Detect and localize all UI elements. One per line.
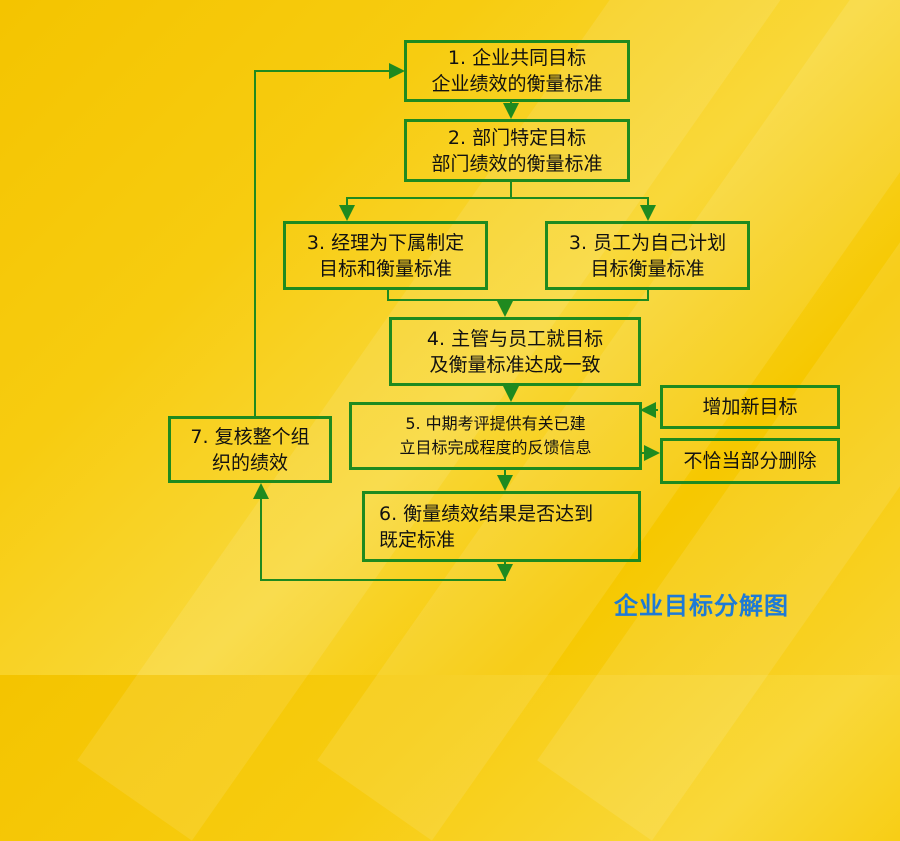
remove-part-box: 不恰当部分删除 (660, 438, 840, 484)
step-7-label: 7. 复核整个组 织的绩效 (190, 425, 310, 474)
step-2-box: 2. 部门特定目标 部门绩效的衡量标准 (404, 119, 630, 182)
step-6-label: 6. 衡量绩效结果是否达到 既定标准 (379, 502, 594, 551)
step-2-label: 2. 部门特定目标 部门绩效的衡量标准 (431, 126, 603, 175)
diagram-caption: 企业目标分解图 (614, 592, 789, 620)
step-1-box: 1. 企业共同目标 企业绩效的衡量标准 (404, 40, 630, 102)
step-5-label: 5. 中期考评提供有关已建 立目标完成程度的反馈信息 (399, 414, 592, 457)
step-1-label: 1. 企业共同目标 企业绩效的衡量标准 (431, 47, 603, 95)
step-4-label: 4. 主管与员工就目标 及衡量标准达成一致 (426, 327, 604, 376)
step-5-box: 5. 中期考评提供有关已建 立目标完成程度的反馈信息 (349, 402, 642, 470)
connector-3-merge (387, 290, 649, 301)
step-3-employee-box: 3. 员工为自己计划 目标衡量标准 (545, 221, 750, 290)
step-6-box: 6. 衡量绩效结果是否达到 既定标准 (362, 491, 641, 562)
connector-2-split-right (511, 197, 656, 221)
connector-7-1 (254, 63, 405, 416)
step-3-manager-label: 3. 经理为下属制定 目标和衡量标准 (306, 231, 465, 280)
step-3-manager-box: 3. 经理为下属制定 目标和衡量标准 (283, 221, 488, 290)
step-4-box: 4. 主管与员工就目标 及衡量标准达成一致 (389, 317, 641, 386)
step-3-employee-label: 3. 员工为自己计划 目标衡量标准 (568, 231, 727, 280)
add-goal-box: 增加新目标 (660, 385, 840, 429)
connector-2-split (339, 182, 512, 221)
remove-part-label: 不恰当部分删除 (683, 450, 817, 472)
flow-connectors (253, 63, 660, 581)
add-goal-label: 增加新目标 (702, 396, 798, 418)
step-7-box: 7. 复核整个组 织的绩效 (168, 416, 332, 483)
